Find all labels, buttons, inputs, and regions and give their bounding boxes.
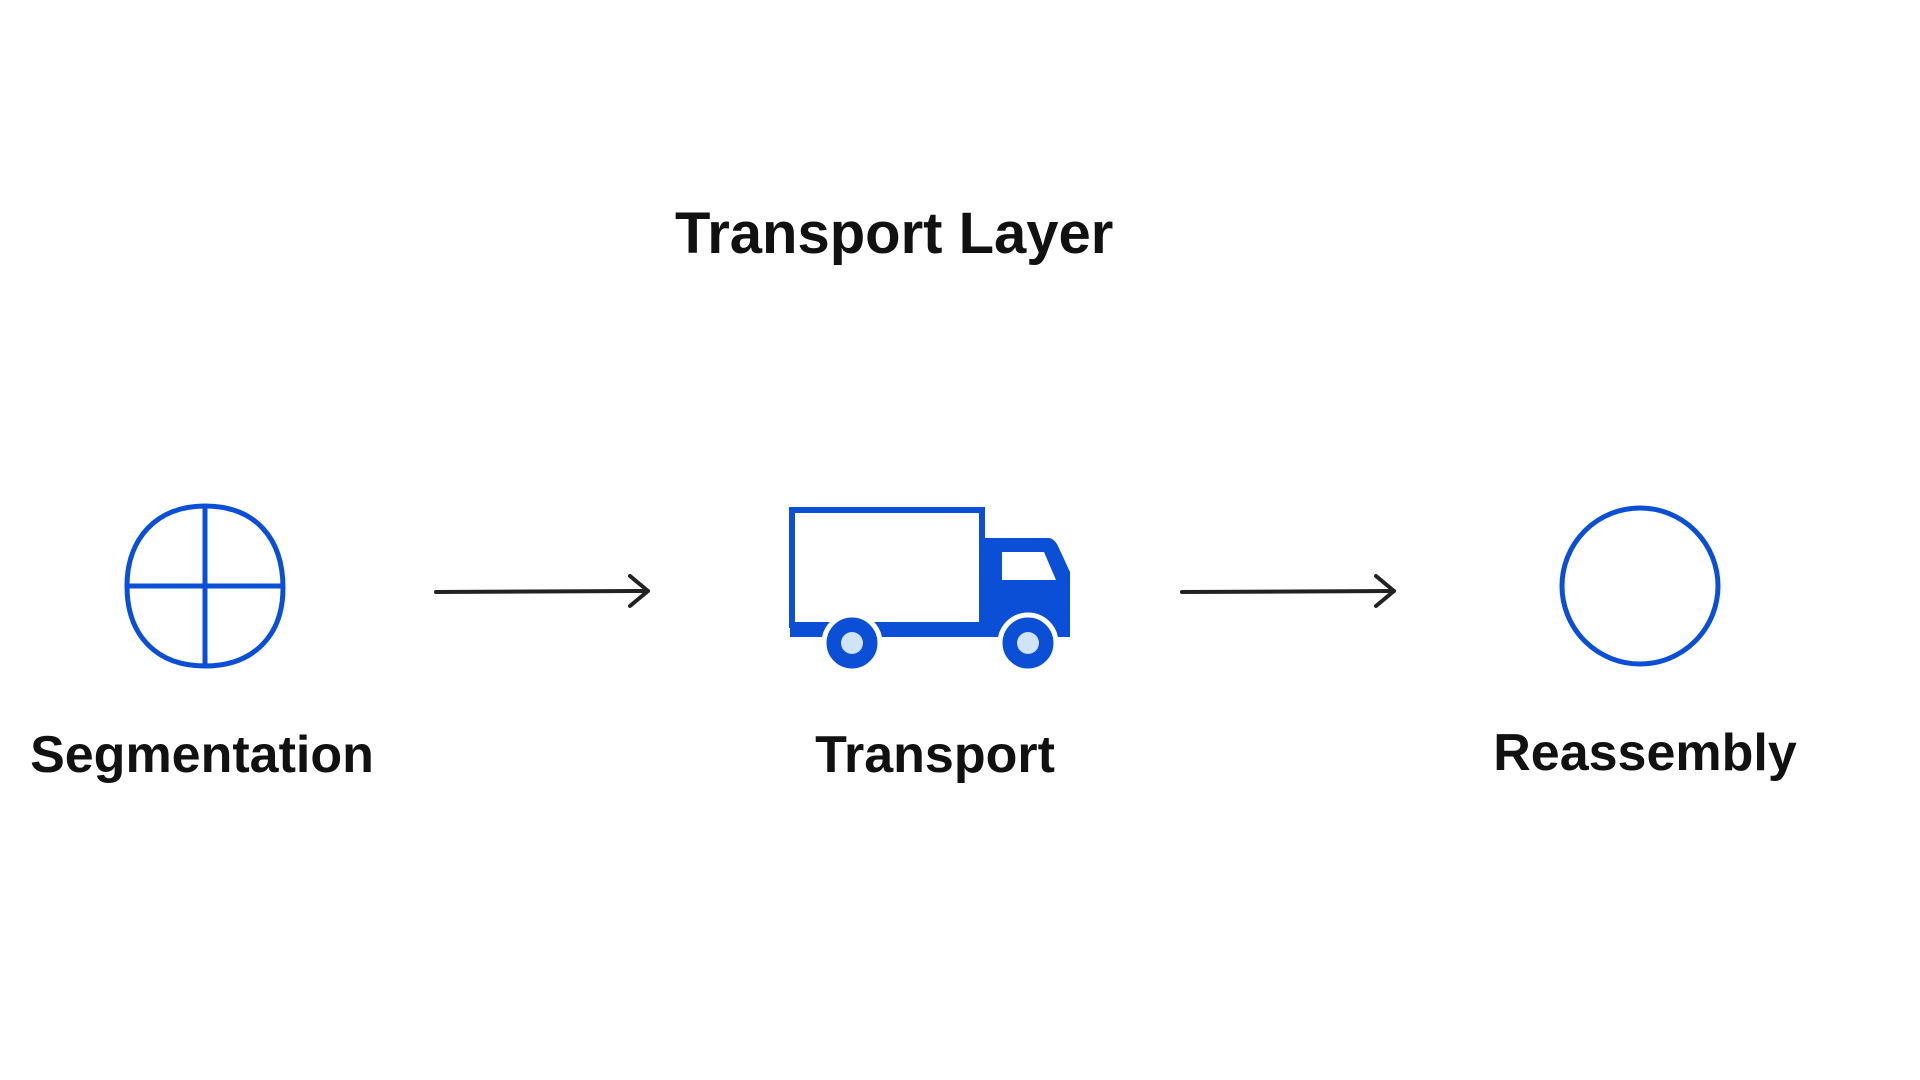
- diagram-title: Transport Layer: [675, 201, 1114, 266]
- circle-icon: [1559, 505, 1721, 667]
- truck-icon: [789, 507, 1070, 674]
- arrow-right-icon: [434, 574, 650, 608]
- step-label-reassembly: Reassembly: [1493, 724, 1797, 782]
- arrow-right-icon: [1180, 574, 1396, 608]
- step-label-transport: Transport: [815, 726, 1055, 784]
- step-label-segmentation: Segmentation: [30, 726, 374, 784]
- segmented-circle-icon: [124, 503, 286, 669]
